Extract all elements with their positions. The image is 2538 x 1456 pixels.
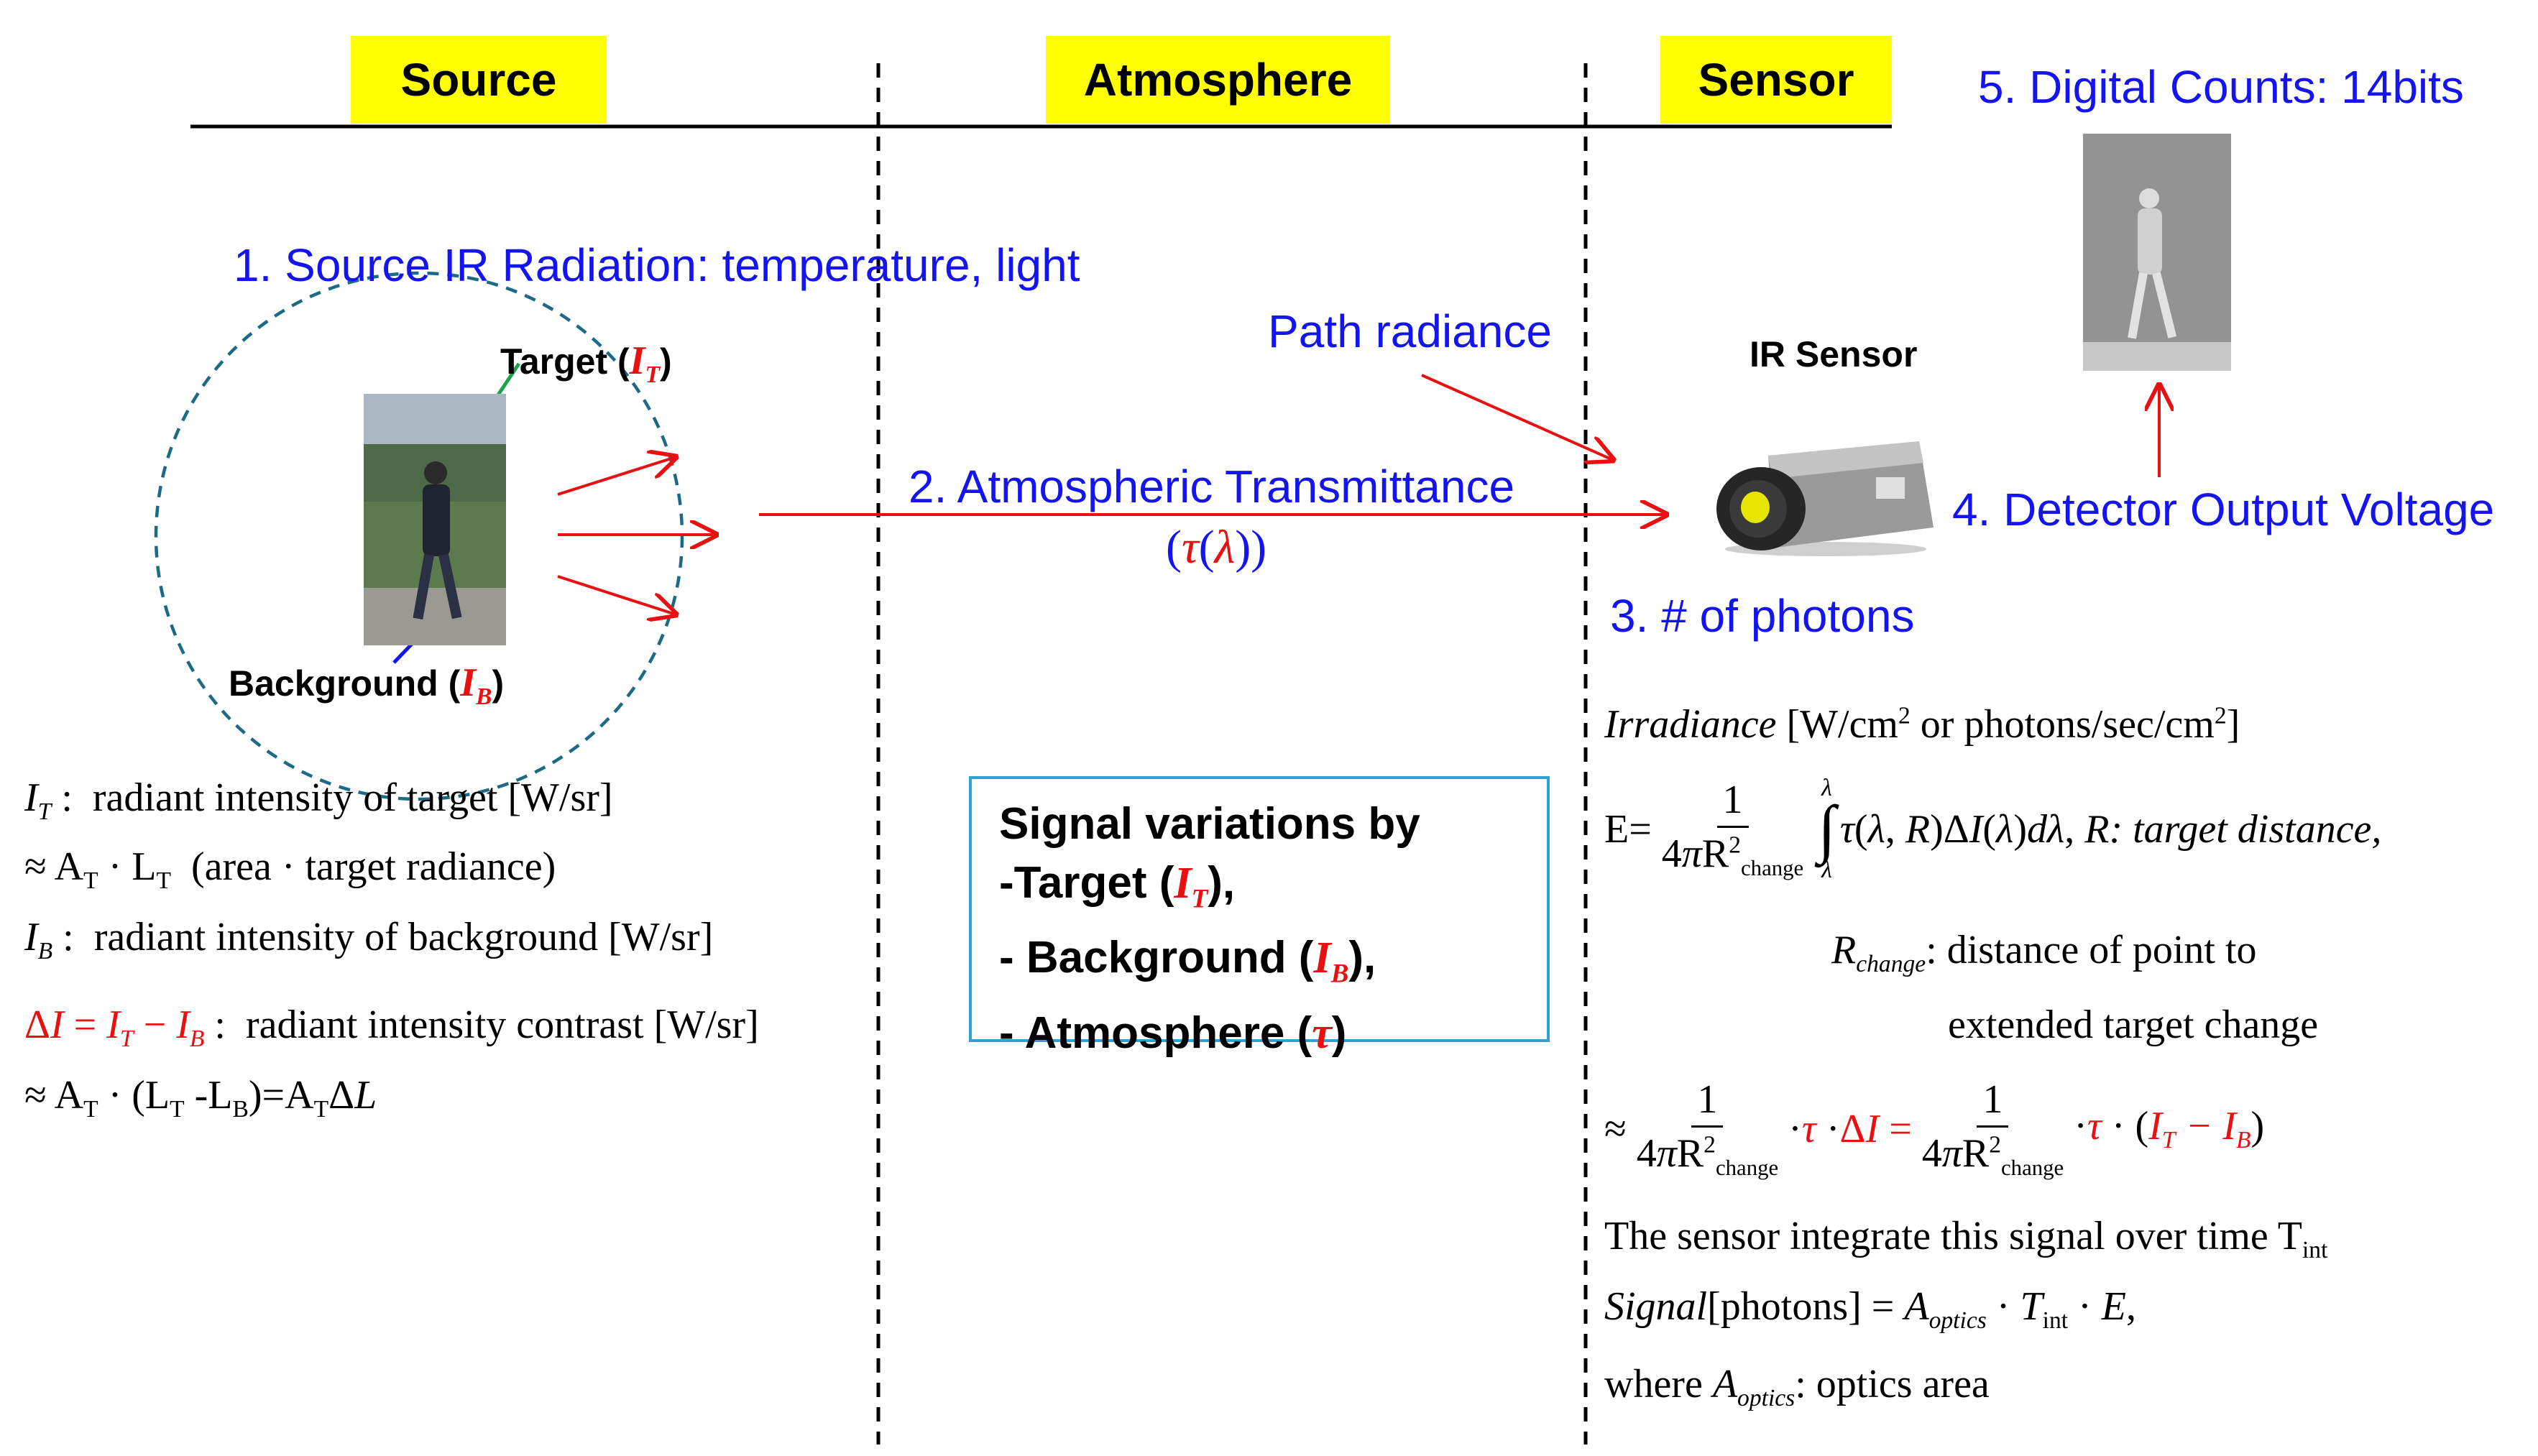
step3-label: 3. # of photons: [1610, 590, 1915, 642]
eq-contrast-approx: ≈ AT · (LT -LB)=ATΔL: [24, 1073, 377, 1123]
header-sensor: Sensor: [1660, 36, 1892, 124]
background-label: Background (IB): [229, 660, 505, 711]
signal-box-title: Signal variations by: [999, 799, 1420, 849]
header-atmosphere: Atmosphere: [1046, 36, 1390, 124]
header-source: Source: [351, 36, 607, 124]
path-radiance-arrow: [1421, 374, 1613, 460]
path-radiance-label: Path radiance: [1268, 305, 1552, 357]
target-label: Target (IT): [500, 338, 672, 389]
eq-where: where Aoptics: optics area: [1604, 1362, 1990, 1412]
pedestrian-photo: [364, 394, 506, 645]
eq-contrast: ΔI = IT − IB : radiant intensity contras…: [24, 1003, 759, 1053]
signal-box-atmosphere: - Atmosphere (τ): [999, 1008, 1347, 1058]
eq-irradiance: Irradiance [W/cm2 or photons/sec/cm2]: [1604, 702, 2240, 747]
signal-box-target: -Target (IT),: [999, 858, 1236, 914]
ir-camera-icon: [1716, 441, 1934, 556]
step2-symbol: (τ(λ)): [1166, 521, 1267, 573]
step4-label: 4. Detector Output Voltage: [1952, 484, 2495, 535]
eq-ib: IB : radiant intensity of background [W/…: [24, 915, 714, 965]
step1-label: 1. Source IR Radiation: temperature, lig…: [234, 239, 1080, 291]
step2-label: 2. Atmospheric Transmittance: [909, 461, 1515, 512]
ray-down-arrow: [557, 575, 676, 614]
eq-rchange: Rchange: distance of point to: [1831, 928, 2257, 978]
eq-integrate: The sensor integrate this signal over ti…: [1604, 1214, 2328, 1264]
signal-variations-box: Signal variations by -Target (IT), - Bac…: [969, 776, 1550, 1058]
ir-sensor-label: IR Sensor: [1750, 334, 1918, 374]
ray-up-arrow: [557, 457, 676, 496]
eq-it-approx: ≈ AT · LT (area · target radiance): [24, 844, 556, 895]
eq-signal: Signal[photons] = Aoptics · Tint · E,: [1604, 1284, 2136, 1335]
eq-rchange-2: extended target change: [1948, 1003, 2319, 1047]
signal-box-background: - Background (IB),: [999, 933, 1376, 989]
eq-it: IT : radiant intensity of target [W/sr]: [24, 775, 613, 826]
thermal-image: [2083, 134, 2231, 371]
step5-label: 5. Digital Counts: 14bits: [1978, 61, 2464, 113]
